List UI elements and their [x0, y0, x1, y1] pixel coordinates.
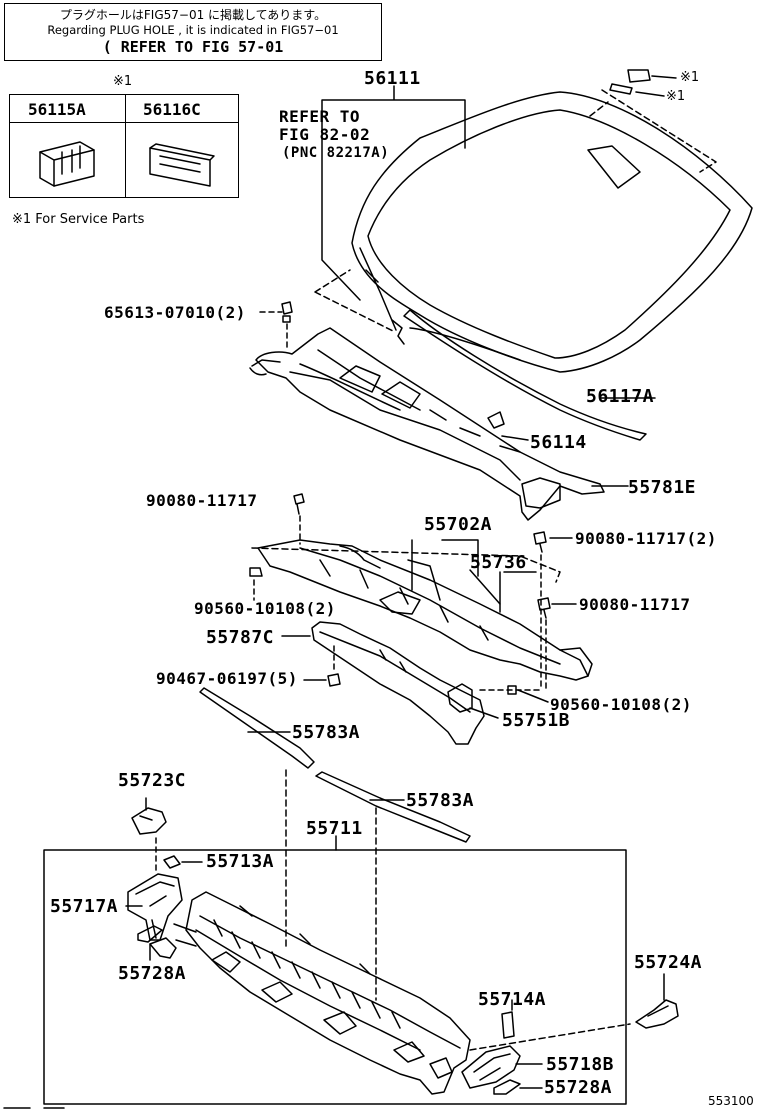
label-55718b: 55718B	[546, 1054, 615, 1075]
label-55736: 55736	[470, 552, 527, 573]
note-japanese: プラグホールはFIG57−01 に掲載してあります。	[59, 8, 327, 22]
leader-65613	[259, 311, 288, 349]
label-55717a: 55717A	[50, 896, 119, 917]
leader-55724a-dash	[469, 1023, 631, 1051]
label-90467-06197: 90467-06197(5)	[156, 669, 298, 688]
label-55781e: 55781E	[628, 477, 697, 498]
service-parts-box: 56115A 56116C	[9, 94, 239, 198]
label-55751b: 55751B	[502, 710, 571, 731]
leader-90080-lines	[549, 537, 577, 605]
label-55702a: 55702A	[424, 514, 493, 535]
bracket-55717a-drawing	[127, 873, 183, 941]
label-55728a-left: 55728A	[118, 963, 187, 984]
clip-65613-drawing	[281, 301, 293, 323]
wiper-link-dash	[251, 547, 561, 583]
service-part-56115a: 56115A	[28, 100, 86, 119]
label-90080-11717-c: 90080-11717	[579, 595, 691, 614]
weatherstrip-56117a-drawing	[403, 309, 647, 441]
bracket-55718b-drawing	[461, 1045, 521, 1089]
service-parts-footnote: ※1 For Service Parts	[12, 212, 145, 227]
service-mark-2: ※1	[666, 89, 686, 104]
label-90560-10108-b: 90560-10108(2)	[550, 695, 692, 714]
seal-55783a-upper-drawing	[199, 687, 315, 769]
windshield-dash-lines	[314, 89, 717, 333]
note-refer: ( REFER TO FIG 57-01	[102, 38, 284, 56]
label-55783a-upper: 55783A	[292, 722, 361, 743]
label-65613-07010: 65613-07010(2)	[104, 303, 246, 322]
reference-note-box: プラグホールはFIG57−01 に掲載してあります。 Regarding PLU…	[4, 3, 382, 61]
label-55724a: 55724A	[634, 952, 703, 973]
label-90080-11717-a: 90080-11717	[146, 491, 258, 510]
label-56117a: 56117A	[586, 386, 655, 407]
label-90080-11717-b: 90080-11717(2)	[575, 529, 717, 548]
service-mark-clips	[609, 69, 677, 97]
leader-55702a	[411, 539, 537, 613]
figure-number: 553100	[708, 1094, 754, 1108]
pad-56116c-drawing	[149, 143, 215, 187]
leader-90080-dash	[540, 554, 547, 691]
label-55787c: 55787C	[206, 627, 275, 648]
vertical-dash-lines	[285, 769, 377, 1001]
screw-90467-drawing	[327, 673, 341, 687]
label-55713a: 55713A	[206, 851, 275, 872]
service-part-56116c: 56116C	[143, 100, 201, 119]
leader-55781e	[501, 435, 629, 487]
label-56114: 56114	[530, 432, 587, 453]
label-55711: 55711	[306, 818, 363, 839]
label-55723c: 55723C	[118, 770, 187, 791]
clip-55723c-drawing	[131, 807, 167, 835]
note-english: Regarding PLUG HOLE , it is indicated in…	[47, 23, 339, 37]
refer-line2: FIG 82-02	[279, 125, 371, 144]
windshield-glass-drawing	[351, 91, 753, 373]
label-56111: 56111	[364, 68, 421, 89]
label-90560-10108-a: 90560-10108(2)	[194, 599, 336, 618]
pad-55728a-left-drawing	[137, 925, 163, 943]
assembly-55711-box	[43, 849, 627, 1105]
service-mark-1: ※1	[680, 70, 700, 85]
refer-line3: (PNC 82217A)	[282, 145, 390, 161]
bolt-90080-drawing	[293, 493, 551, 619]
seal-55783a-lower-drawing	[315, 771, 471, 843]
cowl-panel-55711-drawing	[149, 891, 471, 1095]
clip-55714a-drawing	[501, 1011, 515, 1039]
leader-90560b	[517, 689, 549, 703]
refer-line1: REFER TO	[279, 107, 361, 126]
clip-55713a-drawing	[163, 855, 181, 869]
wiper-link-55702a-drawing	[257, 539, 593, 681]
service-parts-mark: ※1	[113, 74, 133, 89]
nut-90560-drawing	[249, 567, 517, 695]
pad-55728a-right-drawing	[493, 1079, 521, 1095]
label-55783a-lower: 55783A	[406, 790, 475, 811]
bracket-55724a-drawing	[635, 999, 679, 1029]
label-55728a-right: 55728A	[544, 1077, 613, 1098]
leader-56111	[321, 85, 466, 301]
label-55714a: 55714A	[478, 989, 547, 1010]
cover-55787c-drawing	[311, 621, 485, 745]
leader-55751b	[469, 707, 499, 719]
cowl-top-55781e-drawing	[249, 327, 605, 521]
clip-56115a-drawing	[39, 141, 95, 187]
